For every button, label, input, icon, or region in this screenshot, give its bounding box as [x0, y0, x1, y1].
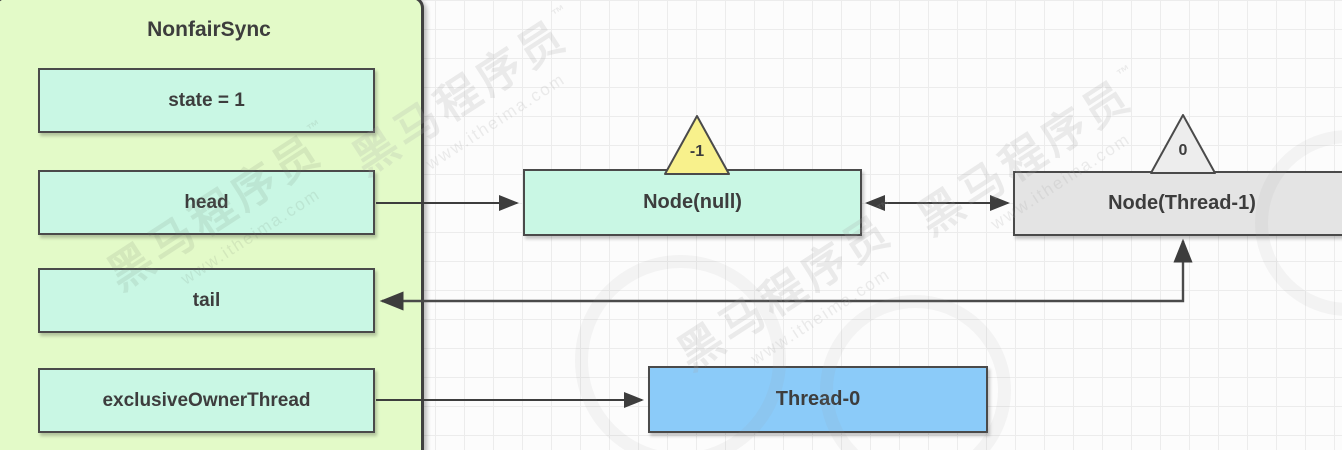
field-label-exclusiveownerthread: exclusiveOwnerThread — [102, 389, 311, 411]
waitstatus-value-node-null: -1 — [689, 143, 705, 160]
field-box-exclusiveownerthread: exclusiveOwnerThread — [38, 368, 375, 433]
thread0-box: Thread-0 — [648, 366, 988, 433]
node-null-box: Node(null) — [523, 169, 862, 236]
waitstatus-badge-node-thread1: 0 — [1148, 112, 1218, 176]
field-box-head: head — [38, 170, 375, 235]
waitstatus-badge-node-null: -1 — [662, 113, 732, 177]
node-thread1-label: Node(Thread-1) — [1108, 192, 1256, 214]
field-box-state: state = 1 — [38, 68, 375, 133]
waitstatus-value-node-thread1: 0 — [1178, 142, 1188, 159]
edge-tail-node-thread1-elbow — [379, 238, 1193, 311]
thread0-label: Thread-0 — [775, 388, 861, 410]
triangle-icon — [664, 115, 730, 175]
field-label-state: state = 1 — [168, 89, 245, 111]
field-label-head: head — [184, 191, 229, 213]
node-thread1-box: Node(Thread-1) — [1013, 171, 1342, 236]
node-null-label: Node(null) — [643, 191, 742, 213]
field-box-tail: tail — [38, 268, 375, 333]
triangle-icon — [1150, 114, 1216, 174]
field-label-tail: tail — [192, 289, 221, 311]
panel-title: NonfairSync — [147, 18, 271, 41]
